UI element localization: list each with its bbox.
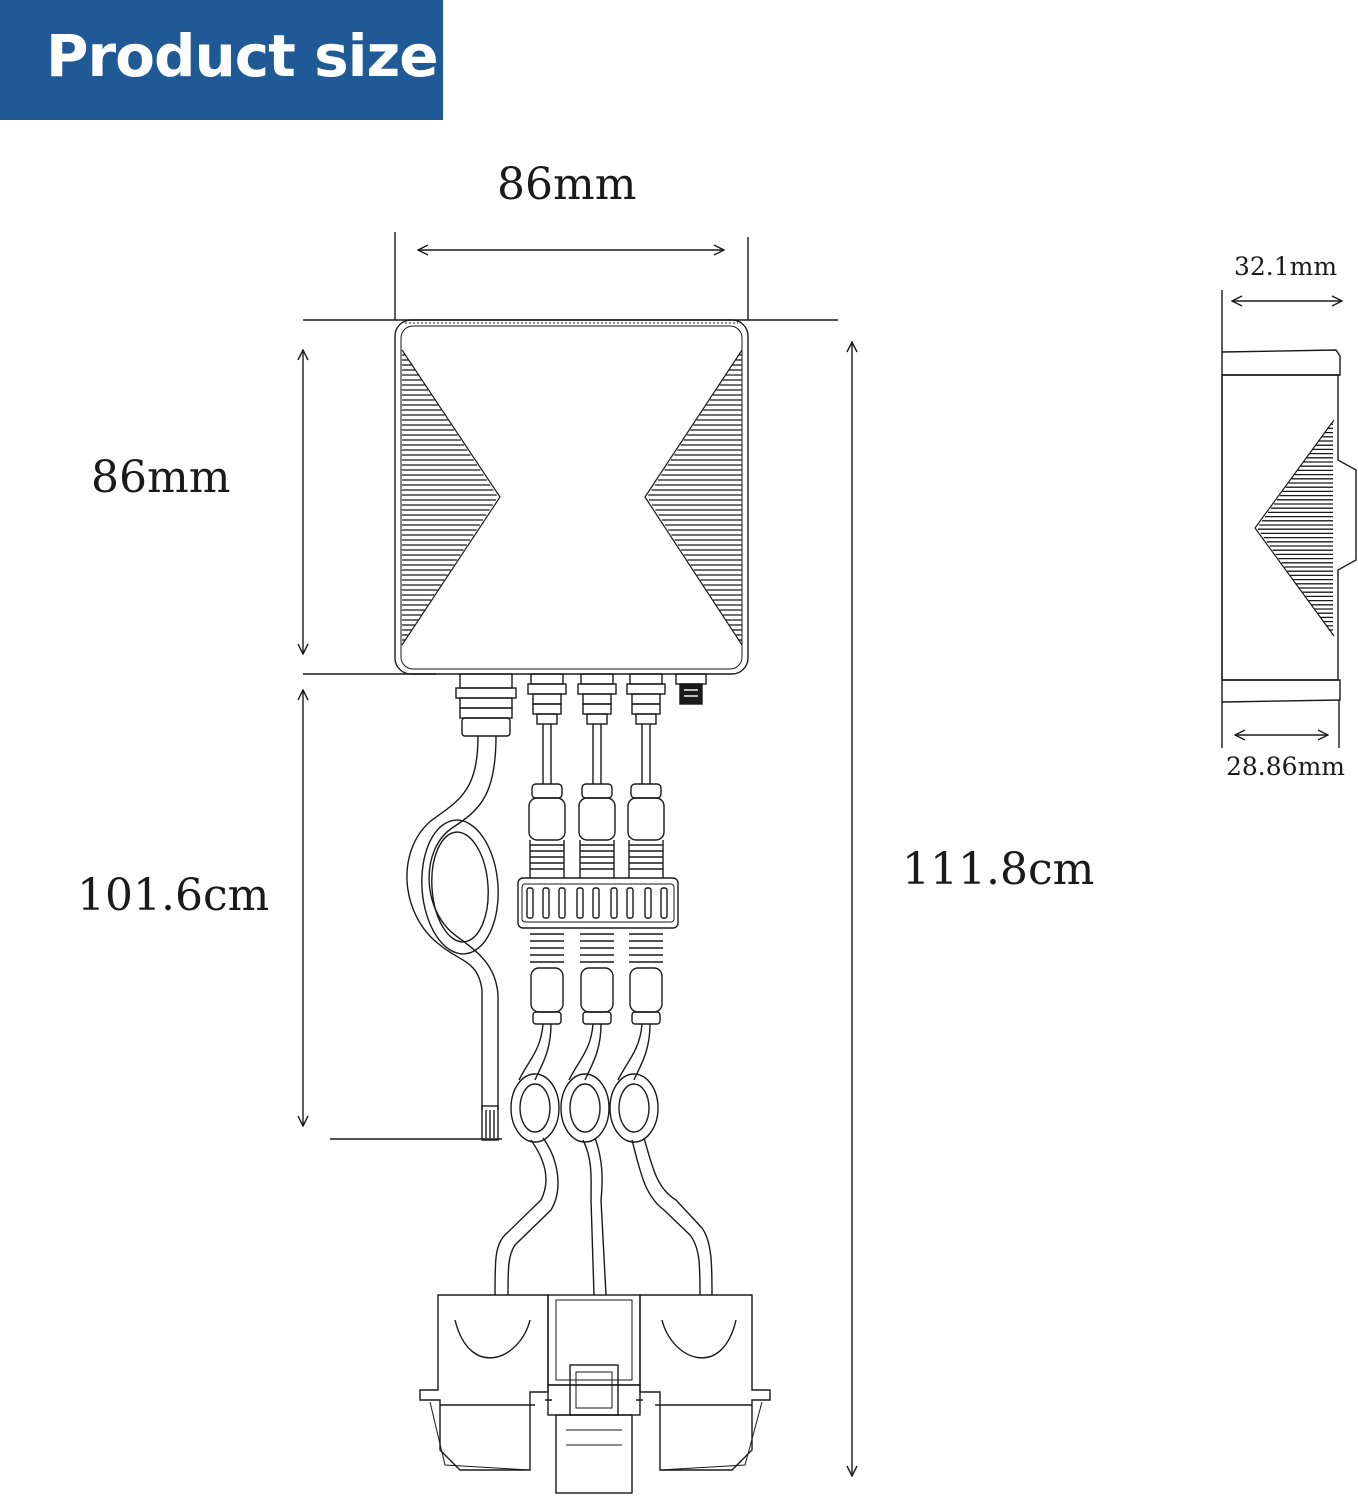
clamp-rib: [526, 887, 534, 919]
cable-length-label: 101.6cm: [77, 870, 270, 921]
side-vent-fins: [1257, 423, 1333, 635]
clamp-rib: [644, 887, 652, 919]
left-vent-fins: [402, 354, 497, 641]
cable-loop: [560, 1073, 610, 1143]
plug-nut: [527, 683, 567, 695]
inline-connector: [530, 967, 564, 1013]
inline-connector: [629, 967, 663, 1013]
top-width-label: 86mm: [497, 159, 637, 210]
ct-lead: [494, 1139, 547, 1296]
inline-connector: [532, 1011, 562, 1025]
ct-cable: [534, 1023, 552, 1081]
cable-loop: [618, 1083, 650, 1133]
plug-nut: [626, 683, 666, 695]
inline-connector: [631, 1011, 661, 1025]
plug-body: [532, 693, 562, 705]
ct-cable: [633, 1023, 651, 1081]
right-vent-fins: [648, 354, 742, 641]
inline-connector: [581, 783, 613, 799]
current-transformers: [419, 1294, 771, 1494]
inline-connector: [627, 797, 665, 841]
power-cable: [406, 735, 499, 1141]
meter-housing: [394, 319, 749, 675]
side-depth-bottom-label: 28.86mm: [1226, 752, 1345, 781]
ct-lead: [582, 1139, 595, 1296]
plug-tail: [635, 713, 657, 725]
clamp-rib: [660, 887, 668, 919]
inline-connector: [531, 783, 563, 799]
ct-lead: [631, 1139, 701, 1296]
ct-lead: [507, 1137, 559, 1296]
page-title: Product size: [46, 22, 439, 90]
clamp-rib: [610, 887, 618, 919]
ct-cable: [584, 1023, 602, 1081]
ct-cables: [494, 724, 713, 1296]
cable-loop: [519, 1083, 551, 1133]
plug-body: [582, 693, 612, 705]
ct-cable: [568, 1023, 594, 1081]
inline-connector: [630, 783, 662, 799]
box-height-label: 86mm: [91, 452, 231, 503]
clamp-rib: [558, 887, 566, 919]
plug-collar: [530, 673, 564, 685]
plug-collar: [580, 673, 614, 685]
bottom-connectors: [455, 673, 707, 737]
cable-clamp: [517, 877, 679, 929]
plug-tail: [536, 713, 558, 725]
ct-cable: [518, 1023, 544, 1081]
clamp-rib: [592, 887, 600, 919]
plug-collar: [629, 673, 663, 685]
ct-cable: [617, 1023, 643, 1081]
clamp-rib: [576, 887, 584, 919]
inline-connector: [582, 1011, 612, 1025]
plug-nut: [577, 683, 617, 695]
inline-connector: [578, 797, 616, 841]
total-length-label: 111.8cm: [902, 844, 1095, 895]
plug-tail: [586, 713, 608, 725]
clamp-rib: [626, 887, 634, 919]
cable-loop: [569, 1083, 601, 1133]
ct-lead: [594, 1137, 607, 1296]
inline-connector: [580, 967, 614, 1013]
cable-loop: [510, 1073, 560, 1143]
plug-body: [631, 703, 661, 715]
width-dimension-lines: [394, 232, 749, 320]
height-dimension-lines: [303, 319, 852, 1476]
cable-loop: [609, 1073, 659, 1143]
title-banner: Product size: [0, 0, 443, 120]
side-view-housing: [1221, 290, 1357, 748]
inline-connector: [528, 797, 566, 841]
ct-lead: [643, 1137, 713, 1296]
plug-body: [582, 703, 612, 715]
side-depth-top-label: 32.1mm: [1234, 252, 1338, 281]
clamp-rib: [542, 887, 550, 919]
plug-body: [631, 693, 661, 705]
plug-body: [532, 703, 562, 715]
